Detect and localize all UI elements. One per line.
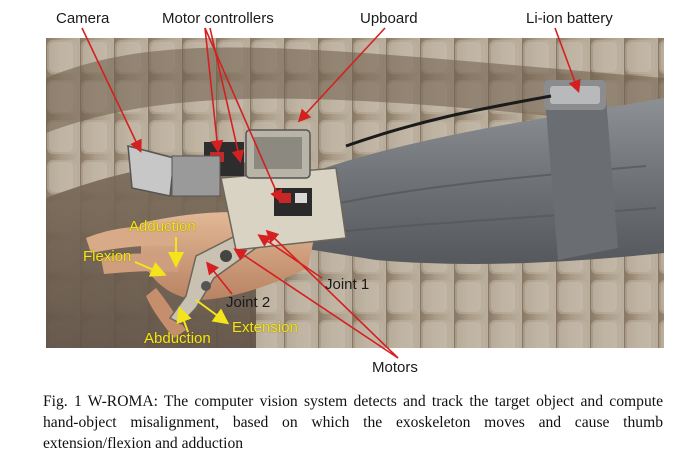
- adduction-top-label: Adduction: [129, 218, 196, 235]
- figure-caption: Fig. 1 W-ROMA: The computer vision syste…: [43, 393, 663, 452]
- flexion-label: Flexion: [83, 248, 132, 265]
- joint1-label: Joint 1: [325, 276, 370, 293]
- camera-label: Camera: [56, 10, 110, 27]
- upboard-label: Upboard: [360, 10, 418, 27]
- exoskeleton-photo: [46, 38, 664, 348]
- joint2-label: Joint 2: [226, 294, 271, 311]
- abduction-label: Abduction: [144, 330, 211, 347]
- motor-controllers-label: Motor controllers: [162, 10, 274, 27]
- extension-label: Extension: [232, 319, 298, 336]
- figure-photo: [46, 38, 664, 348]
- battery-label: Li-ion battery: [526, 10, 613, 27]
- motors-label: Motors: [372, 359, 418, 376]
